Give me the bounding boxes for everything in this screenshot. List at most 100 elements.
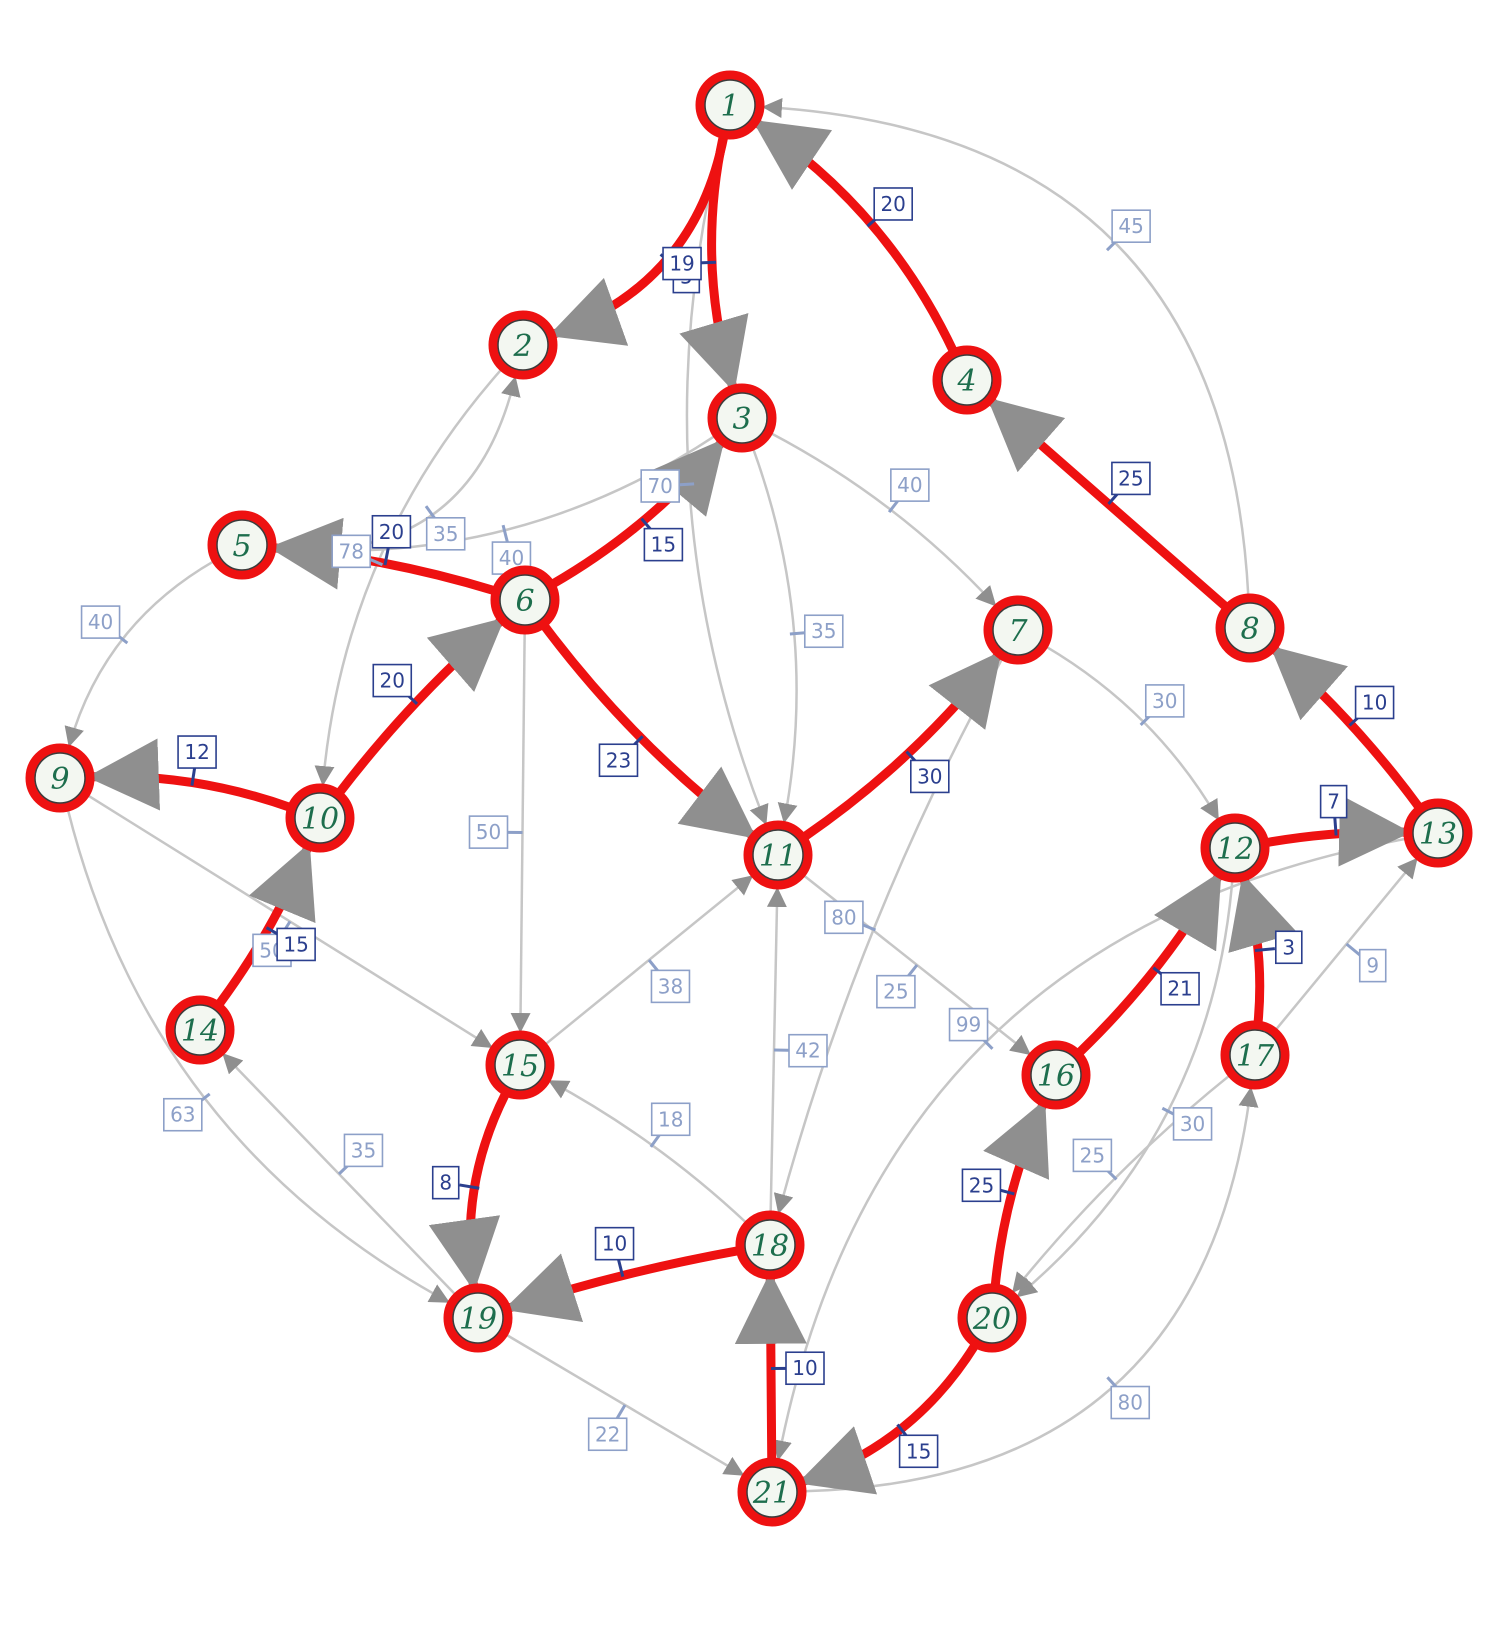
node-circle-5	[207, 510, 277, 580]
edge-weight-text-17-12: 3	[1282, 935, 1295, 959]
node-label-9: 9	[50, 762, 69, 797]
node-9: 9	[25, 743, 95, 813]
edge-weight-box-1-3	[662, 246, 702, 281]
edge-weight-text-6-11: 23	[606, 748, 631, 772]
edge-weight-text-19-21: 22	[595, 1422, 620, 1446]
edge-weight-6-11: 23	[598, 735, 644, 778]
edge-weight-box-18-19	[594, 1226, 635, 1261]
edge-weight-tick-10-9	[190, 765, 197, 786]
edge-weight-15-19: 8	[431, 1165, 480, 1200]
edge-weight-text-1-11: 70	[647, 474, 672, 498]
node-circle-7	[983, 595, 1053, 665]
edge-weight-text-6-15: 50	[476, 820, 501, 844]
edge-weight-box-12-20	[1172, 1107, 1213, 1141]
edge-weight-box-19-14	[343, 1133, 384, 1168]
edge-weight-text-10-6: 20	[380, 669, 405, 693]
node-label-20: 20	[972, 1302, 1011, 1337]
node-label-18: 18	[751, 1229, 789, 1264]
node-circle-10	[285, 783, 355, 853]
edge-6-11	[539, 621, 757, 839]
node-circle-16	[1021, 1040, 1091, 1110]
node-label-1: 1	[720, 89, 739, 124]
edge-weight-text-17-20: 25	[1080, 1143, 1105, 1167]
edge-weight-box-9-19	[163, 1097, 203, 1132]
node-12: 12	[1200, 813, 1270, 883]
edge-8-4	[987, 397, 1231, 612]
node-label-19: 19	[459, 1302, 497, 1337]
edge-weight-12-20: 30	[1161, 1106, 1213, 1141]
edge-weight-box-11-7	[910, 759, 950, 794]
edge-weight-10-6: 20	[372, 663, 419, 705]
edge-weight-text-15-11: 38	[658, 974, 683, 998]
node-inner-ring-6	[499, 574, 551, 626]
edge-19-21	[504, 1333, 745, 1476]
node-label-2: 2	[512, 329, 532, 364]
edge-weight-text-12-13: 7	[1327, 790, 1340, 814]
edge-weight-9-19: 63	[163, 1092, 211, 1132]
edge-weight-box-11-16	[876, 974, 916, 1009]
edge-weight-text-3-11: 35	[811, 619, 836, 643]
edge-weight-11-7: 30	[905, 750, 950, 794]
edge-weight-tick-17-12	[1254, 947, 1276, 953]
edge-weight-18-15: 18	[649, 1102, 691, 1148]
node-14: 14	[165, 995, 235, 1065]
edge-weight-text-15-19: 8	[439, 1171, 452, 1195]
edge-6-3	[548, 438, 725, 589]
edge-weight-box-5-2	[425, 517, 466, 551]
node-6: 6	[490, 565, 560, 635]
edge-20-16	[983, 1099, 1050, 1291]
edge-weight-17-20: 25	[1072, 1138, 1118, 1181]
node-inner-ring-16	[1030, 1049, 1082, 1101]
node-circle-17	[1220, 1020, 1290, 1090]
edge-weight-text-13-21: 99	[956, 1013, 981, 1037]
edge-weight-tick-6-5	[383, 545, 391, 566]
edge-21-18	[734, 1271, 807, 1465]
edge-weight-box-15-19	[431, 1165, 460, 1200]
node-inner-ring-9	[34, 752, 86, 804]
edge-weight-3-11: 35	[789, 614, 844, 649]
edge-weight-box-18-11	[788, 1033, 828, 1068]
edge-weight-text-21-17: 80	[1118, 1391, 1143, 1415]
edge-weight-17-13: 9	[1345, 942, 1387, 983]
edge-weight-box-6-5	[371, 514, 412, 549]
edge-weight-text-11-16: 25	[883, 980, 908, 1004]
edge-16-12	[1074, 871, 1223, 1058]
node-inner-ring-15	[494, 1039, 546, 1091]
edge-weight-box-8-1	[1111, 209, 1151, 243]
edge-weight-text-7-18: 80	[831, 905, 856, 929]
node-circle-8	[1215, 593, 1285, 663]
edge-weight-4-1: 20	[866, 187, 913, 228]
node-circle-2	[488, 310, 558, 380]
node-20: 20	[957, 1283, 1027, 1353]
edge-weight-box-8-4	[1111, 461, 1151, 496]
edge-weight-19-21: 22	[587, 1404, 628, 1452]
edge-13-8	[1270, 645, 1424, 812]
node-inner-ring-14	[174, 1004, 226, 1056]
edge-weight-8-4: 25	[1107, 461, 1151, 505]
node-circle-1	[695, 70, 765, 140]
edge-weight-box-7-12	[1144, 684, 1185, 718]
edge-weight-box-13-21	[948, 1007, 989, 1042]
edge-weight-16-12: 21	[1152, 966, 1200, 1006]
node-label-12: 12	[1216, 832, 1254, 867]
edge-weight-text-18-15: 18	[658, 1107, 683, 1131]
node-inner-ring-11	[752, 829, 804, 881]
edge-weight-7-12: 30	[1139, 684, 1185, 726]
edge-weight-box-17-12	[1274, 930, 1303, 965]
edge-weight-box-15-11	[650, 969, 691, 1004]
edge-weight-tick-15-19	[459, 1183, 480, 1190]
node-circle-20	[957, 1283, 1027, 1353]
edge-weight-box-7-18	[824, 900, 864, 935]
edge-weight-box-13-8	[1354, 685, 1395, 720]
node-inner-ring-1	[704, 79, 756, 131]
edge-weight-box-4-1	[873, 187, 913, 221]
node-inner-ring-20	[966, 1292, 1018, 1344]
node-inner-ring-21	[746, 1466, 798, 1518]
node-label-7: 7	[1008, 614, 1028, 649]
edge-6-15	[510, 631, 531, 1033]
edge-19-14	[222, 1053, 457, 1296]
node-circle-9	[25, 743, 95, 813]
node-inner-ring-18	[744, 1219, 796, 1271]
edge-11-16	[802, 873, 1031, 1056]
edge-3-7	[769, 431, 997, 607]
